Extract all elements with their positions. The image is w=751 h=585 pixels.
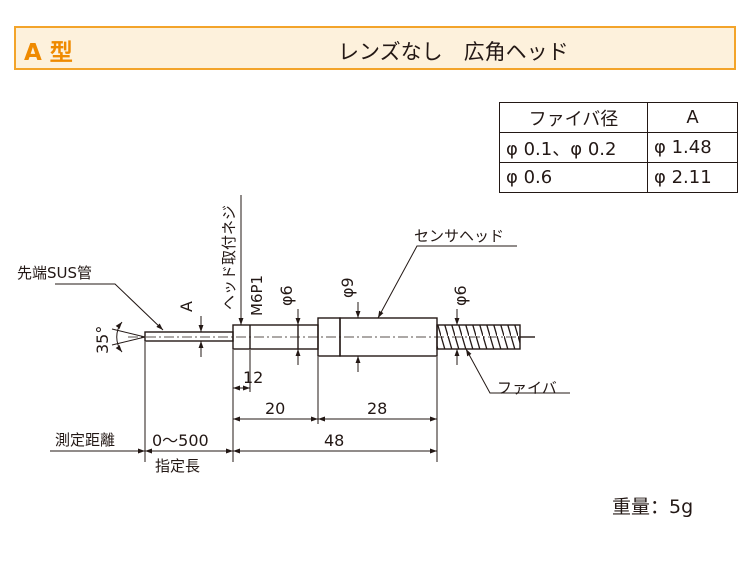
table-row: φ 0.6 φ 2.11 (499, 162, 738, 193)
dim-a-label: A (177, 301, 196, 312)
angle-label: 35° (93, 326, 112, 354)
weight-label: 重量：5g (612, 496, 694, 518)
dim-12-label: 12 (243, 368, 263, 387)
measure-distance-label: 測定距離 (55, 431, 115, 449)
cell-fiber-diameter: φ 0.6 (499, 162, 648, 193)
sensor-head-label: センサヘッド (414, 227, 504, 245)
cell-a-value: φ 2.11 (647, 162, 738, 193)
fiber-label: ファイバ (497, 379, 557, 397)
tip-tube-label: 先端SUS管 (17, 264, 92, 282)
cell-a-value: φ 1.48 (647, 132, 738, 163)
dia-9-label: φ9 (338, 277, 357, 298)
type-label: A 型 (24, 40, 73, 66)
mount-screw-label: ヘッド取付ネジ (220, 205, 238, 310)
dia-6-fiber-label: φ6 (451, 285, 470, 306)
specified-length-label: 指定長 (155, 457, 200, 475)
dim-28-label: 28 (367, 399, 387, 418)
dim-20-label: 20 (265, 399, 285, 418)
tip-tube (144, 331, 234, 342)
thread-spec-label: M6P1 (248, 275, 266, 316)
spec-table: ファイバ径 A φ 0.1、φ 0.2 φ 1.48 φ 0.6 φ 2.11 (499, 102, 738, 193)
dim-48-label: 48 (324, 431, 344, 450)
header-bar: A 型 レンズなし 広角ヘッド (14, 26, 736, 70)
range-label: 0～500 (152, 431, 209, 450)
dia-6-head-label: φ6 (277, 285, 296, 306)
page-title: レンズなし 広角ヘッド (338, 40, 569, 64)
header-a: A (647, 102, 738, 133)
table-row: φ 0.1、φ 0.2 φ 1.48 (499, 132, 738, 163)
